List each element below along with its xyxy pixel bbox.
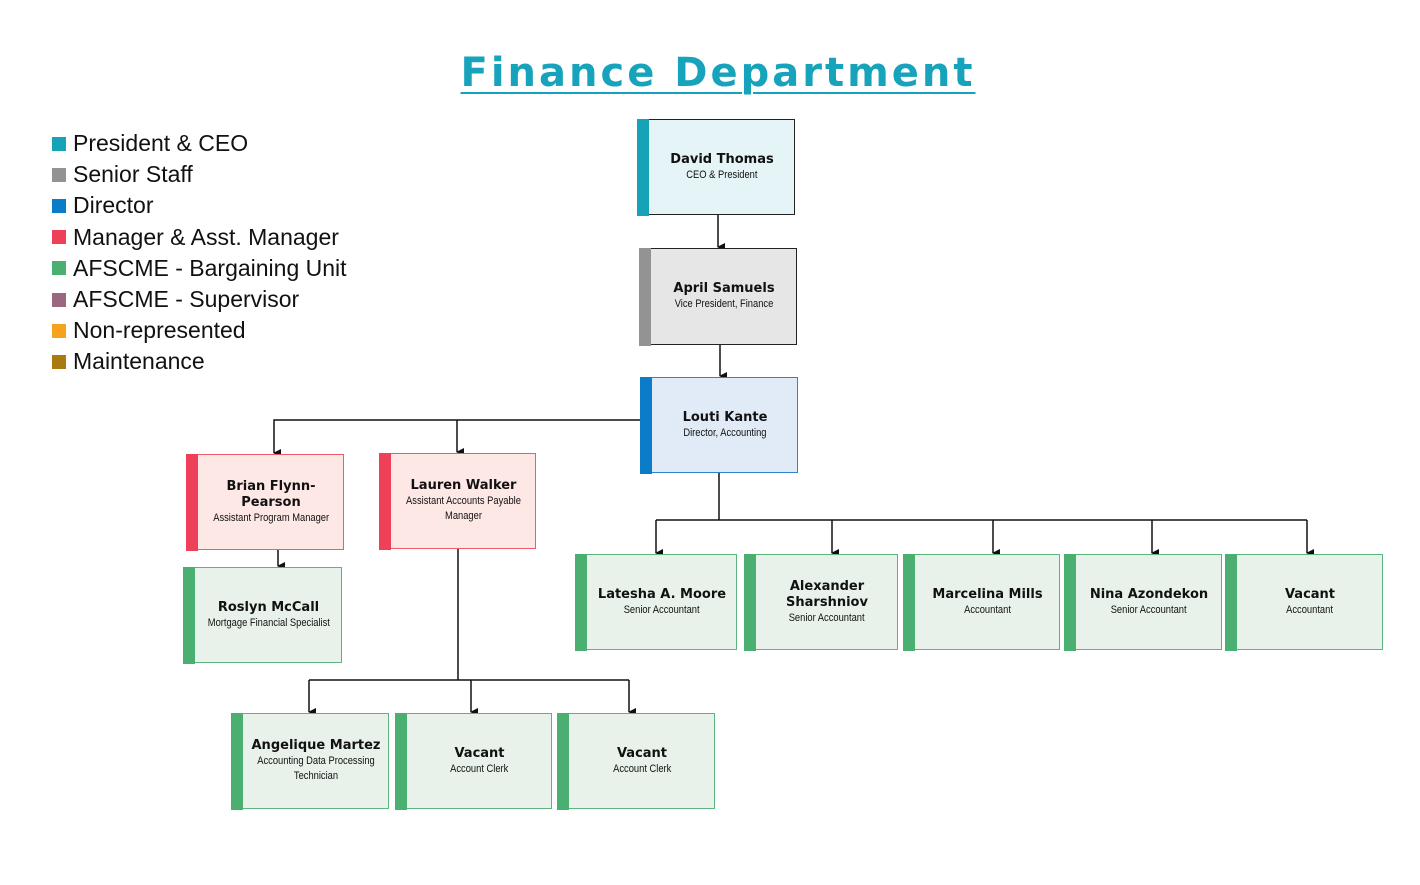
category-bar (230, 712, 243, 810)
legend-item: Non-represented (52, 315, 347, 346)
node-role: Accountant (964, 603, 1011, 616)
category-bar (636, 118, 649, 216)
legend-label: Manager & Asst. Manager (73, 223, 339, 250)
node-name: April Samuels (673, 281, 775, 296)
legend-label: AFSCME - Bargaining Unit (73, 254, 347, 281)
legend-label: AFSCME - Supervisor (73, 286, 300, 313)
legend-item: AFSCME - Bargaining Unit (52, 253, 347, 284)
node-role: Senior Accountant (789, 611, 865, 624)
category-bar (639, 376, 652, 474)
node-name: David Thomas (670, 151, 774, 167)
legend-swatch (52, 167, 66, 182)
node-role: Assistant Accounts Payable Manager (406, 495, 521, 522)
node-name: Alexander Sharshniov (786, 578, 868, 610)
category-bar (556, 712, 569, 810)
legend-label: Non-represented (73, 317, 246, 344)
category-bar (743, 553, 756, 651)
category-bar (638, 247, 651, 346)
node-role: Vice President, Finance (674, 298, 774, 310)
node-name: Louti Kante (682, 409, 768, 425)
category-bar (378, 452, 391, 550)
node-name: Vacant (454, 745, 505, 761)
node-name: Lauren Walker (410, 478, 517, 493)
category-bar (902, 553, 915, 651)
node-role: Assistant Program Manager (213, 511, 329, 524)
node-name: Brian Flynn-Pearson (226, 478, 316, 510)
category-bar (185, 453, 198, 551)
legend-item: AFSCME - Supervisor (52, 284, 347, 315)
node-role: Account Clerk (450, 762, 509, 775)
node-role: Director, Accounting (683, 426, 767, 439)
node-name: Nina Azondekon (1089, 586, 1209, 602)
node-role: Account Clerk (612, 762, 672, 775)
connector (656, 473, 1307, 521)
node-name: Roslyn McCall (217, 599, 320, 615)
node-role: CEO & President (686, 168, 758, 181)
chart-title: Finance Department (460, 50, 976, 96)
legend-label: President & CEO (73, 130, 249, 157)
node-name: Latesha A. Moore (597, 586, 727, 602)
legend-swatch (52, 136, 66, 151)
legend-item: Manager & Asst. Manager (52, 222, 347, 253)
legend-swatch (52, 323, 66, 338)
node-role: Mortgage Financial Specialist (207, 616, 330, 629)
category-bar (1224, 553, 1237, 651)
legend-swatch (52, 292, 66, 307)
legend-swatch (52, 198, 66, 213)
category-bar (394, 712, 407, 810)
node-name: Marcelina Mills (932, 586, 1043, 602)
node-name: Vacant (616, 745, 668, 761)
legend-item: Senior Staff (52, 159, 347, 190)
node-role: Accounting Data Processing Technician (257, 755, 375, 782)
legend-item: Director (52, 190, 347, 221)
category-bar (182, 566, 195, 664)
connector (273, 419, 640, 457)
legend-label: Senior Staff (73, 161, 193, 188)
legend-item: Maintenance (52, 346, 347, 377)
node-role: Accountant (1286, 603, 1334, 616)
legend-item: President & CEO (52, 128, 347, 159)
connector (309, 549, 629, 681)
node-role: Senior Accountant (1111, 603, 1187, 616)
node-name: Angelique Martez (251, 738, 381, 753)
category-bar (1063, 553, 1076, 651)
node-role: Senior Accountant (624, 603, 700, 616)
legend-swatch (52, 230, 66, 245)
legend-label: Maintenance (73, 348, 205, 375)
legend-swatch (52, 354, 66, 369)
legend-swatch (52, 261, 66, 276)
node-name: Vacant (1284, 586, 1336, 602)
legend-label: Director (73, 192, 154, 219)
category-bar (574, 553, 587, 651)
